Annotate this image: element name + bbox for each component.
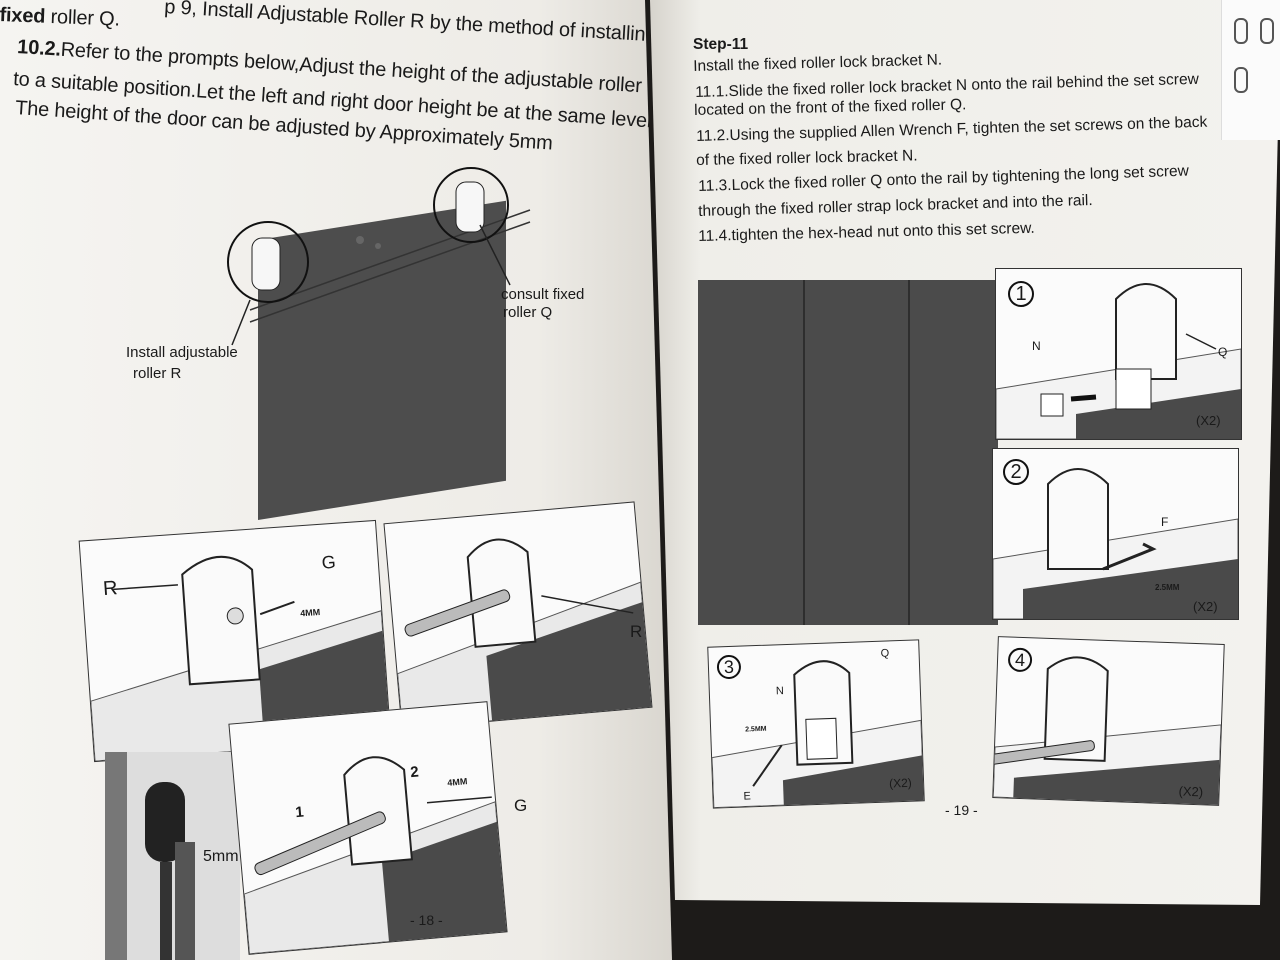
page-number-19: - 19 - (945, 802, 978, 818)
label-4mm-2: 4MM (446, 776, 468, 788)
notebook-spiral (1221, 0, 1280, 140)
panel-1-count: (X2) (1196, 413, 1221, 428)
label-r-2: R (630, 622, 643, 641)
panel-4-count: (X2) (1178, 783, 1204, 800)
step-panel-4: 4 (X2) (992, 636, 1225, 806)
label-2: 2 (409, 763, 420, 782)
label-g: G (321, 551, 337, 573)
panel-1-label-q: Q (1218, 345, 1228, 359)
label-4mm: 4MM (299, 606, 321, 619)
panel-2-label-2-5mm: 2.5MM (1155, 583, 1180, 592)
panel-3-label-n: N (775, 685, 784, 698)
panel-3-count: (X2) (888, 775, 913, 791)
door-overview-lines (227, 167, 531, 323)
panel-1-number: 1 (1008, 281, 1034, 307)
left-page: fixed roller Q. p 9, Install Adjustable … (0, 0, 672, 960)
detail-diagram-c: 1 2 4MM (228, 701, 508, 955)
page-number-18: - 18 - (410, 912, 443, 928)
panel-3-label-e: E (743, 790, 752, 803)
panel-3-label-2-5mm: 2.5MM (745, 725, 767, 734)
side-view-diagram: 5mm (105, 752, 240, 960)
panel-3-label-q: Q (880, 647, 890, 660)
step-panel-1: 1 N Q (X2) (995, 268, 1242, 440)
callout-consult-roller-q: roller Q (503, 304, 553, 321)
step-11-title: Step-11 (693, 36, 749, 53)
label-r: R (102, 577, 119, 601)
label-5mm: 5mm (203, 848, 239, 865)
callout-consult-fixed: consult fixed (501, 286, 585, 303)
step-11-line3: 11.2.Using the supplied Allen Wrench F, … (696, 113, 1208, 145)
step-11-line7: 11.4.tighten the hex-head nut onto this … (698, 219, 1035, 245)
step-11-line4: of the fixed roller lock bracket N. (696, 147, 918, 169)
panel-2-number: 2 (1003, 459, 1029, 485)
callout-roller-r: roller R (133, 365, 182, 382)
detail-diagram-b (383, 501, 653, 730)
label-1: 1 (294, 803, 305, 822)
callout-install-adjustable: Install adjustable (126, 344, 238, 361)
step-panel-3: 3 Q N 2.5MM E (X2) (707, 639, 925, 809)
panel-1-label-n: N (1032, 339, 1041, 353)
step-11-line6: through the fixed roller strap lock brac… (698, 191, 1093, 220)
right-page: Step-11 Install the fixed roller lock br… (650, 0, 1280, 905)
label-g-2: G (514, 796, 528, 815)
panel-2-count: (X2) (1193, 599, 1218, 614)
panel-2-label-f: F (1161, 515, 1169, 529)
door-front-view (698, 280, 998, 625)
step-11-line0: Install the fixed roller lock bracket N. (693, 51, 943, 75)
step-panel-2: 2 F 2.5MM (X2) (992, 448, 1239, 620)
